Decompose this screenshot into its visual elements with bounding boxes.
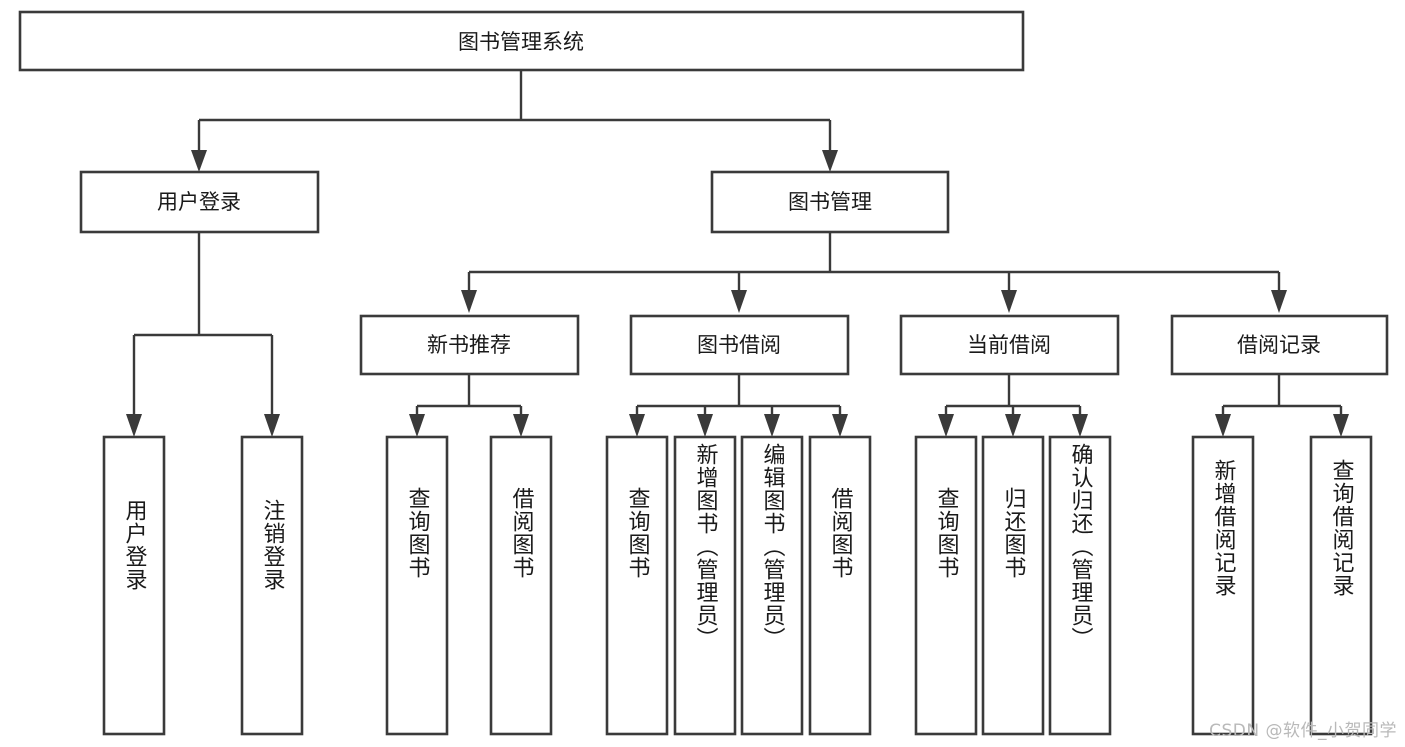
connector-group-borrow-record: [1215, 375, 1349, 437]
leaf-boxes: [102, 435, 1373, 736]
connector-group-user-login: [126, 232, 280, 437]
arrow-current-borrow-leaf3: [1072, 414, 1088, 437]
leaf-box-query-record[interactable]: [1309, 435, 1373, 736]
node-new-book-recommend-label: 新书推荐: [427, 333, 511, 357]
node-book-management-label: 图书管理: [788, 190, 872, 214]
arrow-root-to-user-login: [191, 150, 207, 172]
node-user-login[interactable]: 用户登录: [79, 170, 320, 234]
arrow-borrow-record-leaf2: [1333, 414, 1349, 437]
connector-group-book-borrow: [629, 375, 848, 437]
arrow-current-borrow-leaf2: [1005, 414, 1021, 437]
node-new-book-recommend[interactable]: 新书推荐: [359, 314, 580, 376]
node-current-borrow-label: 当前借阅: [967, 333, 1051, 357]
connector-group-current-borrow: [938, 375, 1088, 437]
node-borrow-record-box[interactable]: [1170, 314, 1389, 376]
leaf-box-borrow-book-2[interactable]: [808, 435, 872, 736]
arrow-book-mgmt-c3: [1001, 290, 1017, 313]
node-user-login-box[interactable]: [79, 170, 320, 234]
leaf-box-query-book-3[interactable]: [914, 435, 978, 736]
node-borrow-record-label: 借阅记录: [1237, 333, 1321, 357]
leaf-box-user-login[interactable]: [102, 435, 166, 736]
node-book-borrow-label: 图书借阅: [697, 333, 781, 357]
node-book-management-box[interactable]: [710, 170, 950, 234]
node-book-borrow[interactable]: 图书借阅: [629, 314, 850, 376]
leaf-box-edit-book[interactable]: [740, 435, 804, 736]
node-user-login-label: 用户登录: [157, 190, 241, 214]
node-current-borrow-box[interactable]: [899, 314, 1120, 376]
node-book-management[interactable]: 图书管理: [710, 170, 950, 234]
node-root-box[interactable]: [18, 10, 1025, 72]
connector-group-book-mgmt: [461, 232, 1287, 313]
node-new-book-recommend-box[interactable]: [359, 314, 580, 376]
leaf-box-add-book[interactable]: [673, 435, 737, 736]
leaf-box-add-record[interactable]: [1191, 435, 1255, 736]
leaf-box-return-book[interactable]: [981, 435, 1045, 736]
arrow-user-login-leaf2: [264, 414, 280, 437]
arrow-book-borrow-leaf3: [764, 414, 780, 437]
connector-group-new-book: [409, 375, 529, 437]
arrow-book-borrow-leaf1: [629, 414, 645, 437]
arrow-book-borrow-leaf2: [697, 414, 713, 437]
leaf-box-logout[interactable]: [240, 435, 304, 736]
node-current-borrow[interactable]: 当前借阅: [899, 314, 1120, 376]
leaf-box-query-book-2[interactable]: [605, 435, 669, 736]
csdn-watermark: CSDN @软件_小贺同学: [1209, 721, 1397, 741]
node-root[interactable]: 图书管理系统: [18, 10, 1025, 72]
leaf-box-query-book-1[interactable]: [385, 435, 449, 736]
arrow-user-login-leaf1: [126, 414, 142, 437]
connector-group-root: [191, 70, 838, 172]
node-borrow-record[interactable]: 借阅记录: [1170, 314, 1389, 376]
arrow-book-mgmt-c4: [1271, 290, 1287, 313]
leaf-box-confirm-return[interactable]: [1048, 435, 1112, 736]
arrow-new-book-leaf2: [513, 414, 529, 437]
arrow-root-to-book-mgmt: [822, 150, 838, 172]
leaf-box-borrow-book-1[interactable]: [489, 435, 553, 736]
arrow-book-mgmt-c2: [731, 290, 747, 313]
node-book-borrow-box[interactable]: [629, 314, 850, 376]
arrow-borrow-record-leaf1: [1215, 414, 1231, 437]
arrow-book-borrow-leaf4: [832, 414, 848, 437]
node-root-label: 图书管理系统: [458, 30, 584, 54]
arrow-current-borrow-leaf1: [938, 414, 954, 437]
arrow-book-mgmt-c1: [461, 290, 477, 313]
arrow-new-book-leaf1: [409, 414, 425, 437]
